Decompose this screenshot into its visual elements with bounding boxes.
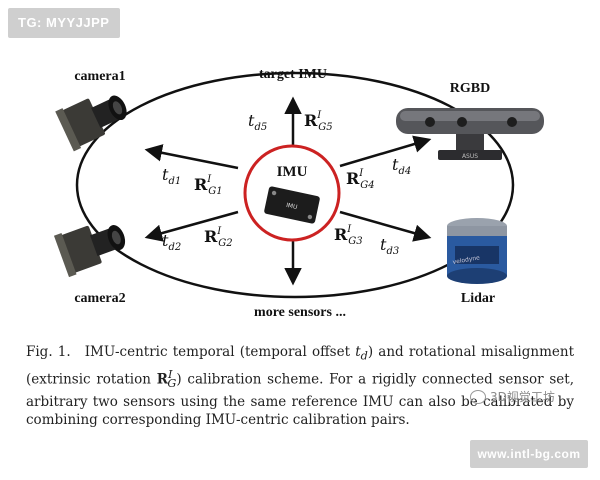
svg-text:td1: td1 xyxy=(162,165,181,187)
caption-R-sup: I xyxy=(167,367,173,381)
lidar-brand-text: velodyne xyxy=(452,254,481,266)
label-lidar: Lidar xyxy=(461,291,495,306)
caption-td-sub: d xyxy=(360,349,368,363)
caption-text-1: IMU-centric temporal (temporal offset xyxy=(84,344,356,360)
rgbd-brand-text: ASUS xyxy=(462,153,478,160)
label-camera2: camera2 xyxy=(74,291,125,306)
svg-text:td3: td3 xyxy=(380,235,399,257)
caption-R-sub: G xyxy=(167,376,177,390)
label-camera1: camera1 xyxy=(74,69,125,84)
watermark-text: 3D视觉工坊 xyxy=(490,390,555,404)
arrow-bottom-right xyxy=(339,210,432,242)
caption-td: t xyxy=(355,344,361,360)
sensor-ring xyxy=(75,71,515,299)
wechat-icon xyxy=(470,389,486,404)
lidar-icon: velodyne xyxy=(447,218,507,284)
caption-text-3: ) calibration scheme. For a rigidly conn… xyxy=(26,371,574,428)
caption-text-2: ) and rotational misalignment (extrinsic… xyxy=(26,344,574,388)
imu-center-label: IMU xyxy=(277,164,308,180)
label-rgbd: RGBD xyxy=(450,81,490,96)
caption-R: R xyxy=(156,371,168,388)
watermark-badge-bottom: www.intl-bg.com xyxy=(470,440,588,468)
arrow-top-left xyxy=(144,144,239,170)
label-target-imu: target IMU xyxy=(259,67,327,82)
watermark-badge-top: TG: MYYJJPP xyxy=(8,8,120,38)
watermark-logo: 3D视觉工坊 xyxy=(470,388,555,405)
svg-text:td5: td5 xyxy=(248,111,267,133)
imu-chip-icon: IMU xyxy=(264,186,320,224)
arrow-bottom-left xyxy=(144,210,239,242)
calibration-diagram: IMU IMU target IMU camera1 RGBD camera2 … xyxy=(53,67,544,320)
label-more-sensors: more sensors ... xyxy=(254,305,346,320)
caption-figure-number: Fig. 1. xyxy=(26,344,71,360)
figure-caption: Fig. 1. IMU-centric temporal (temporal of… xyxy=(26,343,574,429)
rgbd-camera-icon: ASUS xyxy=(396,108,544,160)
imu-chip-text: IMU xyxy=(285,202,298,211)
camera2-icon xyxy=(53,225,126,278)
arrow-top-right xyxy=(339,135,432,168)
svg-text:td2: td2 xyxy=(162,231,181,253)
camera1-icon xyxy=(55,95,127,152)
svg-text:td4: td4 xyxy=(392,155,411,177)
